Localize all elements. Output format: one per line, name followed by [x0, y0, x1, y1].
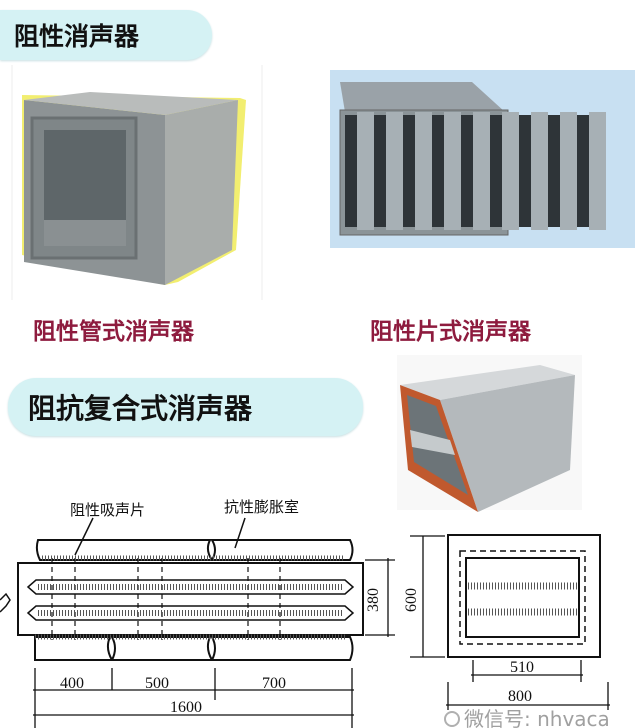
- slat-gap: [461, 115, 473, 227]
- absorber-slat: [357, 112, 374, 230]
- slat-gap: [519, 115, 531, 227]
- top-chambers: [35, 539, 354, 561]
- heading-text: 阻抗复合式消声器: [28, 392, 253, 425]
- caption-plate-muffler: 阻性片式消声器: [370, 319, 531, 345]
- slat-gap: [432, 115, 444, 227]
- heading-composite-muffler: 阻抗复合式消声器: [8, 378, 363, 436]
- composite-muffler-image: [397, 355, 582, 512]
- plate-muffler-image: [330, 70, 635, 248]
- bottom-chambers: [34, 636, 354, 661]
- label-absorber-plate: 阻性吸声片: [70, 501, 145, 519]
- cross-section-outer: [447, 534, 601, 658]
- absorber-slat: [386, 112, 403, 230]
- slat-gap: [490, 115, 502, 227]
- slat-gap: [403, 115, 415, 227]
- wechat-logo-icon: [444, 711, 460, 727]
- tube-muffler-image: [11, 65, 263, 300]
- main-duct: [17, 562, 364, 636]
- absorber-slat: [531, 112, 548, 230]
- dim-380: 380: [365, 588, 382, 612]
- muffler-section-diagram: [0, 517, 610, 728]
- caption-tube-muffler: 阻性管式消声器: [33, 319, 194, 345]
- slat-gap: [548, 115, 560, 227]
- slat-gap: [345, 115, 357, 227]
- dim-510: 510: [510, 659, 534, 676]
- absorber-slat: [589, 112, 606, 230]
- absorber-slat: [473, 112, 490, 230]
- dim-1600: 1600: [170, 699, 202, 716]
- absorber-slat: [560, 112, 577, 230]
- dim-800: 800: [508, 688, 532, 705]
- label-expansion-chamber: 抗性膨胀室: [224, 498, 299, 516]
- watermark-text: 微信号: nhvaca: [464, 707, 610, 728]
- heading-text: 阻性消声器: [14, 22, 140, 51]
- dim-400: 400: [60, 675, 84, 692]
- slat-gap: [577, 115, 589, 227]
- absorber-slat: [502, 112, 519, 230]
- dim-600: 600: [403, 588, 420, 612]
- dim-700: 700: [262, 675, 286, 692]
- absorber-slat: [415, 112, 432, 230]
- absorber-plates: [26, 555, 355, 640]
- heading-resistive-muffler: 阻性消声器: [0, 10, 212, 60]
- absorber-slat: [444, 112, 461, 230]
- dim-500: 500: [145, 675, 169, 692]
- slat-gap: [374, 115, 386, 227]
